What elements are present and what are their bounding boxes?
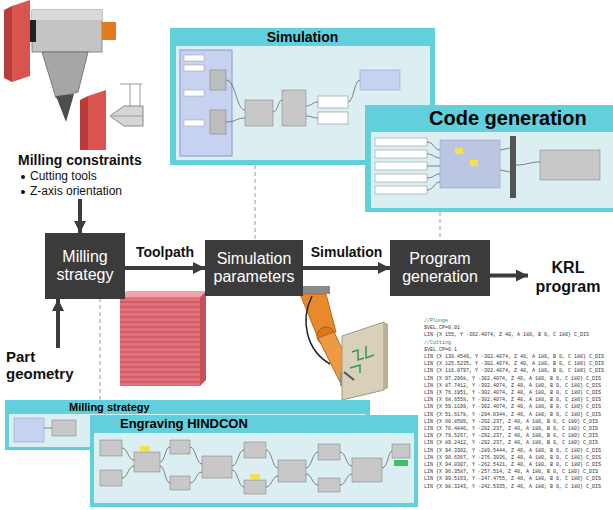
grasshopper-canvas: [365, 105, 613, 212]
code-line: LIN {X 155, Y -302.4074, Z 40, A 180, B …: [424, 332, 604, 339]
code-line: LIN {X 68.6558, Y -302.4074, Z 40, A 180…: [424, 397, 604, 404]
code-line: LIN {X 60.8509, Y -292.237, Z 40, A 180,…: [424, 419, 604, 426]
node-title: Milling constraints: [18, 152, 168, 169]
dashed-link: [255, 165, 256, 240]
code-line: //Plunge: [424, 318, 604, 325]
dashed-link: [440, 212, 441, 240]
process-box: Milling strategy: [45, 233, 125, 299]
flow-arrow: [490, 274, 528, 278]
node-title: Simulation: [263, 29, 343, 45]
code-line: LIN {X 89.2412, Y -292.237, Z 40, A 180,…: [424, 440, 604, 447]
code-line: LIN {X 99.5163, Y -247.4755, Z 40, A 180…: [424, 476, 604, 483]
code-generation-panel: Code generation: [365, 105, 613, 212]
code-line: //Cutting: [424, 340, 604, 347]
node-title: Code generation: [425, 107, 591, 130]
code-line: LIN {X 98.3243, Y -242.5335, Z 40, A 180…: [424, 484, 604, 491]
code-line: LIN {X 70.4846, Y -292.237, Z 40, A 180,…: [424, 426, 604, 433]
code-listing: //Plunge$VEL.CP=0.01LIN {X 155, Y -302.4…: [424, 318, 604, 491]
node-title: Engraving HINDCON: [116, 416, 252, 432]
node-title: Program generation: [396, 250, 484, 287]
code-line: LIN {X 59.1199, Y -302.4074, Z 40, A 180…: [424, 404, 604, 411]
code-line: LIN {X 94.0307, Y -262.5421, Z 40, A 180…: [424, 462, 604, 469]
edge-label: Simulation: [309, 244, 385, 260]
code-line: LIN {X 97.2968, Y -302.4074, Z 40, A 180…: [424, 376, 604, 383]
code-line: LIN {X 90.6367, Y -276.3036, Z 40, A 180…: [424, 455, 604, 462]
node-title: Milling strategy: [65, 401, 154, 413]
workpiece-block: [120, 291, 206, 386]
input-label: Part geometry: [6, 348, 80, 382]
node-title: Milling strategy: [51, 248, 119, 285]
code-line: LIN {X 116.0797, Y -302.4074, Z 40, A 18…: [424, 368, 604, 375]
code-line: LIN {X 130.4549, Y -302.4074, Z 40, A 18…: [424, 354, 604, 361]
code-line: LIN {X 125.5235, Y -302.4074, Z 40, A 18…: [424, 361, 604, 368]
dashed-link: [100, 299, 101, 400]
code-line: LIN {X 79.5267, Y -292.237, Z 40, A 180,…: [424, 433, 604, 440]
robot-illustration: [296, 286, 388, 400]
flow-arrow: [78, 199, 82, 233]
code-line: LIN {X 94.3302, Y -289.5444, Z 40, A 180…: [424, 448, 604, 455]
code-line: LIN {X 51.6178, Y -294.0344, Z 40, A 180…: [424, 412, 604, 419]
process-box: Simulation parameters: [205, 240, 303, 296]
grasshopper-canvas: [90, 415, 418, 507]
spindle-illustration: [4, 0, 143, 150]
node-title: Simulation parameters: [211, 250, 297, 287]
code-line: LIN {X 87.7412, Y -302.4074, Z 40, A 180…: [424, 383, 604, 390]
code-line: $VEL.CP=0.1: [424, 347, 604, 354]
node-title: KRL program: [528, 258, 608, 296]
bullet-item: Z-axis orientation: [18, 184, 168, 199]
simulation-panel: Simulation: [170, 28, 435, 165]
constraints-note: Milling constraintsCutting toolsZ-axis o…: [18, 152, 168, 199]
code-line: $VEL.CP=0.01: [424, 325, 604, 332]
engraving-panel: Engraving HINDCON: [90, 415, 418, 507]
code-line: LIN {X 96.3587, Y -257.514, Z 40, A 180,…: [424, 469, 604, 476]
flow-arrow: [56, 299, 60, 348]
flow-arrow: [303, 266, 390, 270]
node-title: Part geometry: [6, 348, 80, 382]
grasshopper-canvas: [170, 28, 435, 165]
edge-label: Toolpath: [134, 244, 196, 260]
process-box: Program generation: [390, 240, 490, 296]
code-line: LIN {X 76.1951, Y -302.4074, Z 40, A 180…: [424, 390, 604, 397]
flow-arrow: [125, 266, 205, 270]
bullet-item: Cutting tools: [18, 169, 168, 184]
output-label: KRL program: [528, 255, 608, 299]
